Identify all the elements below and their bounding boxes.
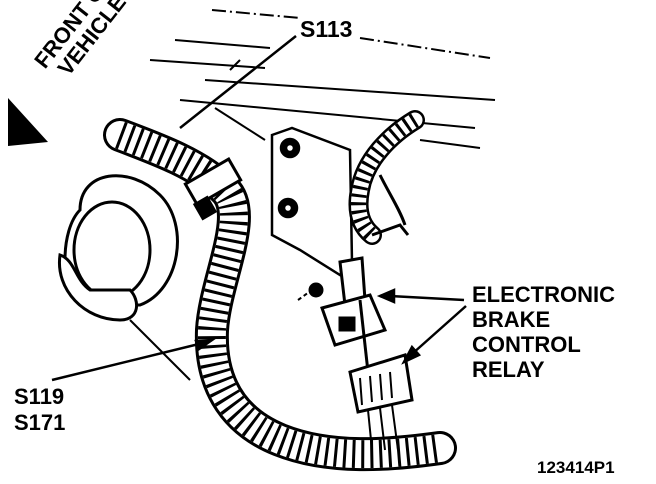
brake-relay-label-line4: RELAY — [472, 357, 545, 382]
brake-relay-label-line3: CONTROL — [472, 332, 581, 357]
brake-relay-label-line2: BRAKE — [472, 307, 551, 332]
figure-number: 123414P1 — [537, 458, 615, 477]
body-outline-lines — [149, 9, 496, 149]
brake-relay-label-line1: ELECTRONIC — [472, 282, 615, 307]
brake-relay-label: ELECTRONIC BRAKE CONTROL RELAY — [472, 282, 615, 382]
splice-s119-label: S119 — [14, 384, 65, 409]
front-arrow-icon — [8, 98, 48, 146]
harness-clamp — [183, 157, 243, 221]
splice-s171-label: S171 — [14, 410, 66, 435]
mounting-bracket — [270, 126, 354, 277]
harness-upper-branch — [348, 110, 425, 245]
leader-lines — [51, 35, 467, 382]
brake-relay-icon — [297, 256, 414, 451]
drum-component — [57, 174, 191, 381]
splice-s113-label: S113 — [300, 16, 353, 42]
